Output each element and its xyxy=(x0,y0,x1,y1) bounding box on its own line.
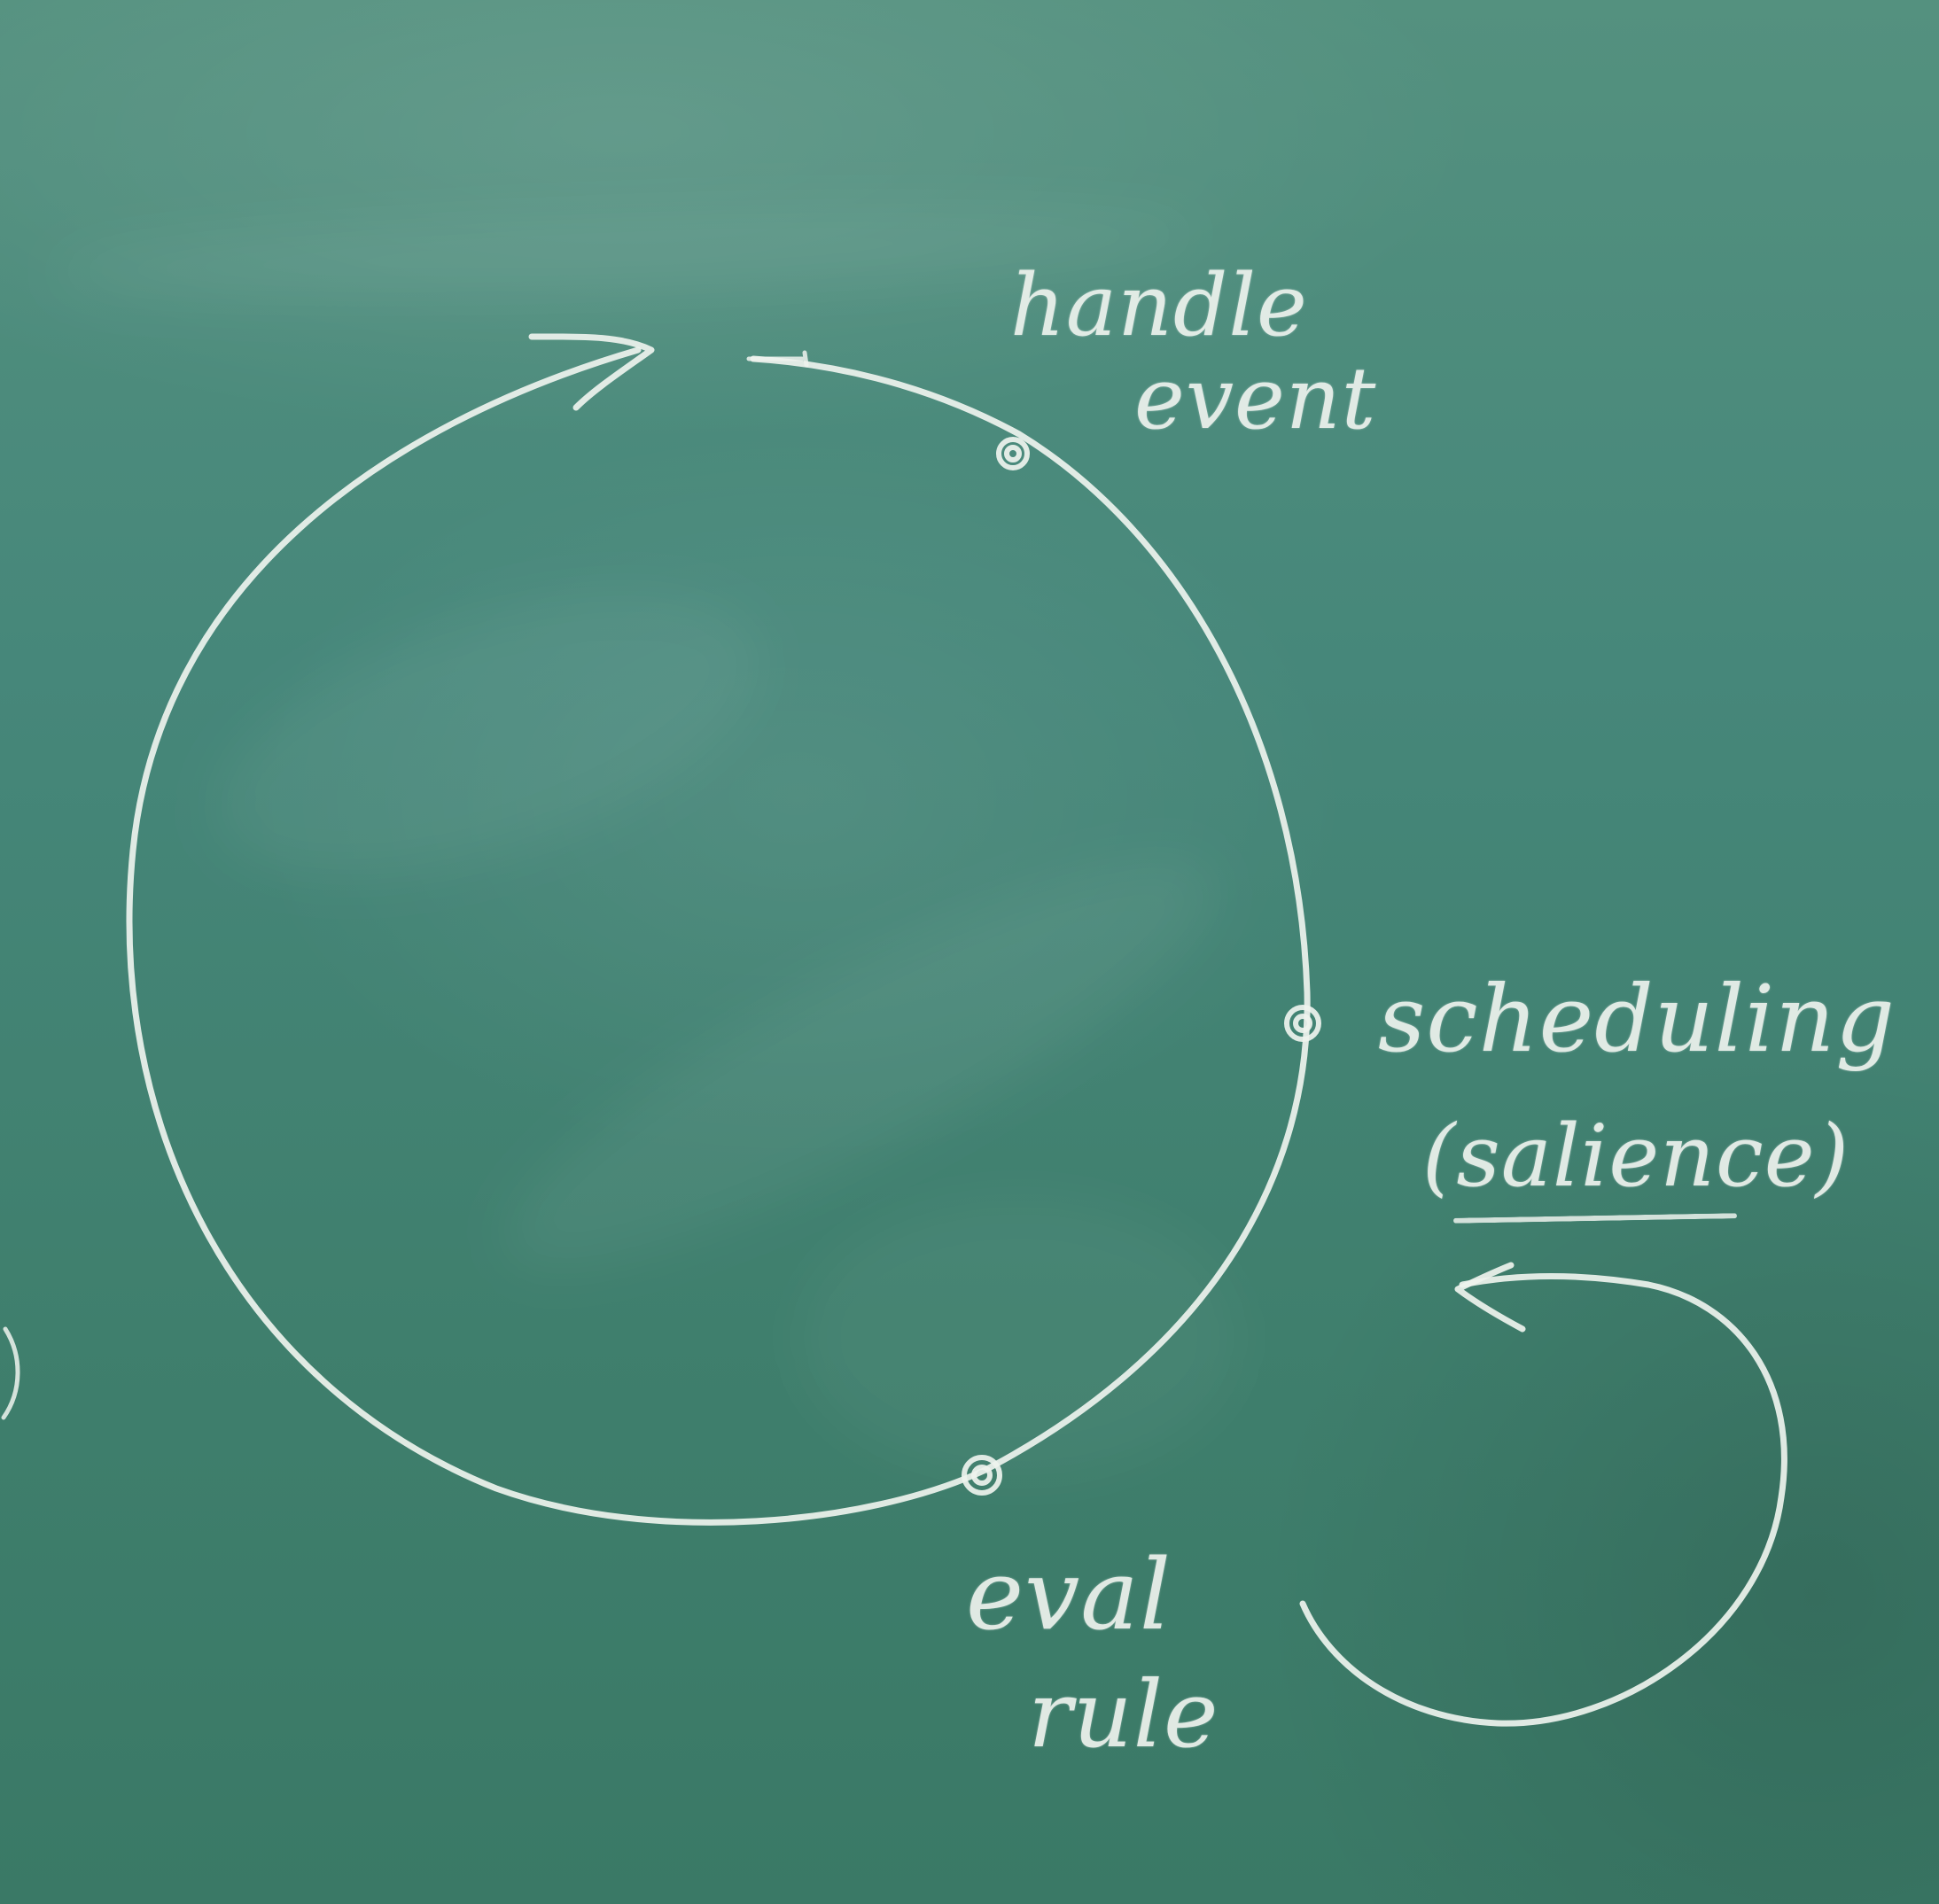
label-rule: rule xyxy=(1028,1660,1219,1768)
cycle-arrowhead xyxy=(528,333,655,411)
node-handle-event-inner xyxy=(1004,445,1022,462)
edge-curve-fragment xyxy=(1,1326,20,1420)
node-handle-event xyxy=(996,437,1030,470)
label-salience: (salience) xyxy=(1422,1107,1850,1206)
loop-arrow xyxy=(1299,1273,1787,1727)
label-scheduling: scheduling xyxy=(1378,965,1896,1073)
arc-tick xyxy=(746,350,809,368)
node-scheduling xyxy=(1284,1005,1321,1042)
label-event: event xyxy=(1134,349,1377,448)
node-scheduling-inner xyxy=(1293,1014,1312,1033)
label-eval: eval xyxy=(966,1538,1172,1651)
label-handle: handle xyxy=(1010,256,1308,355)
node-eval-rule xyxy=(962,1455,1002,1496)
cycle-circle xyxy=(126,346,1311,1526)
loop-arrowhead xyxy=(1454,1262,1526,1333)
node-eval-rule-inner xyxy=(971,1465,993,1486)
